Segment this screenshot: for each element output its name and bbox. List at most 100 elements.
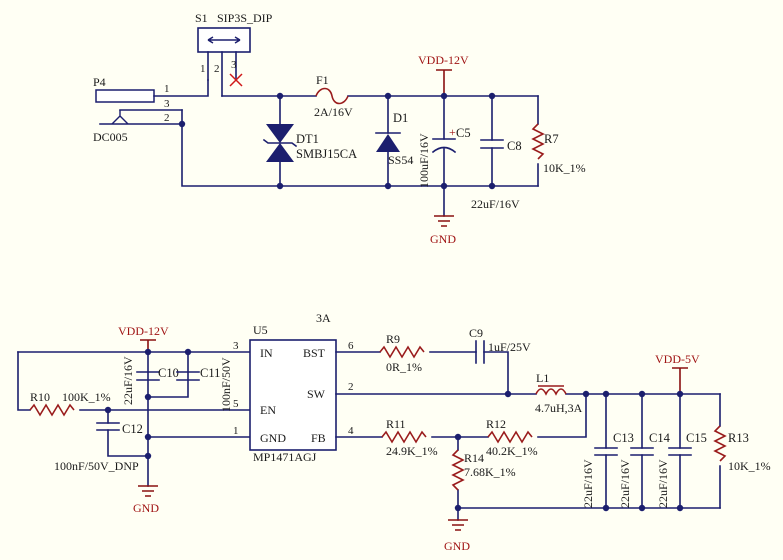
p4-pin-number: 3	[164, 98, 170, 110]
p4-pin-number: 1	[164, 83, 170, 95]
u5-pin-number: 6	[348, 340, 354, 352]
ground-symbol-left: GND	[133, 485, 159, 515]
c15-ref: C15	[686, 431, 707, 445]
c11-ref: C11	[200, 366, 220, 380]
gnd-label: GND	[430, 232, 456, 246]
r12-value: 40.2K_1%	[486, 444, 538, 458]
junction-dot	[582, 390, 590, 398]
ground-symbol-top: GND	[430, 215, 456, 246]
junction-dot	[602, 504, 610, 512]
u5-pin-sw: SW	[307, 387, 326, 401]
ground-icon	[138, 485, 158, 497]
capacitor-c10[interactable]: C10 22uF/16V	[121, 356, 179, 405]
d1-ref: D1	[393, 111, 408, 125]
f1-value: 2A/16V	[314, 105, 353, 119]
ic-u5-body	[249, 339, 337, 451]
wire-gnd-return	[181, 109, 539, 187]
dc-jack-body	[95, 89, 155, 103]
l1-value: 4.7uH,3A	[535, 401, 583, 415]
c14-plates	[630, 447, 654, 456]
f1-ref: F1	[316, 73, 329, 87]
switch-s1-body	[197, 27, 251, 53]
junction-dot	[384, 92, 392, 100]
c10-value: 22uF/16V	[121, 356, 135, 405]
u5-ref: U5	[253, 323, 268, 337]
input-protection-section: S1 SIP3S_DIP 1 2 3 P4 DC005 1 3 2 F1 2A	[93, 11, 586, 246]
s1-pin-number: 3	[231, 59, 237, 71]
junction-dot	[638, 504, 646, 512]
tvs-bar	[262, 138, 298, 148]
c11-value: 100nF/50V	[219, 357, 233, 412]
junction-dot	[676, 390, 684, 398]
c13-plates	[594, 447, 618, 456]
resistor-r12[interactable]: R12 40.2K_1%	[486, 417, 538, 458]
c5-ref: C5	[456, 126, 471, 140]
resistor-r7[interactable]: R7 10K_1%	[531, 95, 586, 187]
c12-value: 100nF/50V_DNP	[54, 459, 139, 473]
c10-ref: C10	[158, 366, 179, 380]
junction-dot	[638, 390, 646, 398]
wire-c9-sw	[483, 351, 509, 395]
resistor-r11[interactable]: R11 24.9K_1%	[381, 417, 438, 458]
dc-jack-p4[interactable]: P4 DC005 1 3 2	[93, 75, 209, 144]
c13-value: 22uF/16V	[581, 459, 595, 508]
capacitor-c11[interactable]: C11 100nF/50V	[176, 357, 233, 412]
ground-icon	[434, 215, 454, 227]
vdd12-label: VDD-12V	[418, 53, 469, 67]
r10-ref: R10	[30, 390, 50, 404]
junction-dot	[384, 182, 392, 190]
c9-ref: C9	[469, 326, 483, 340]
capacitor-c13[interactable]: C13 22uF/16V	[581, 393, 634, 509]
gnd-label-left: GND	[133, 501, 159, 515]
r14-ref: R14	[464, 451, 484, 465]
u5-pin-number: 2	[348, 381, 354, 393]
inductor-l1[interactable]: L1 4.7uH,3A	[535, 371, 583, 415]
resistor-r13[interactable]: R13 10K_1%	[713, 393, 771, 509]
dt1-ref: DT1	[296, 132, 319, 146]
c14-value: 22uF/16V	[618, 459, 632, 508]
bottom-junctions	[104, 348, 684, 512]
no-connect-icon	[229, 73, 243, 87]
fuse-f1[interactable]: F1 2A/16V	[314, 73, 353, 119]
resistor-r10[interactable]: R10 100K_1%	[29, 390, 111, 417]
junction-dot	[454, 504, 462, 512]
resistor-r14[interactable]: R14 7.68K_1%	[451, 449, 516, 491]
capacitor-c9[interactable]: C9 1uF/25V	[469, 326, 531, 364]
capacitor-c8[interactable]: C8 22uF/16V	[471, 95, 522, 211]
ic-u5[interactable]: U5 MP1471AGJ IN EN GND BST SW FB 3 5 1 6…	[233, 323, 354, 464]
p4-ref: P4	[93, 75, 106, 89]
r14-value: 7.68K_1%	[464, 465, 516, 479]
power-port-vdd12-top: VDD-12V	[418, 53, 469, 96]
resistor-r9[interactable]: R9 0R_1%	[379, 332, 425, 374]
tvs-diode-dt1[interactable]: DT1 SMBJ15CA	[262, 95, 357, 187]
gnd-label-mid: GND	[444, 539, 470, 553]
u5-pin-in: IN	[260, 346, 273, 360]
r13-value: 10K_1%	[728, 459, 771, 473]
d1-value: SS54	[388, 153, 413, 167]
capacitor-c15[interactable]: C15 22uF/16V	[656, 393, 707, 509]
junction-dot	[504, 390, 512, 398]
c9-value: 1uF/25V	[488, 340, 531, 354]
c9-plates	[475, 340, 485, 364]
c8-value: 22uF/16V	[471, 197, 520, 211]
c15-plates	[668, 447, 692, 456]
capacitor-c12[interactable]: C12 100nF/50V_DNP	[54, 422, 143, 473]
u5-pin-bst: BST	[303, 346, 326, 360]
diode-d1[interactable]: D1 SS54	[375, 95, 413, 187]
d1-triangle	[376, 134, 400, 152]
u5-pin-number: 4	[348, 425, 354, 437]
switch-s1[interactable]: S1 SIP3S_DIP 1 2 3	[195, 11, 273, 97]
s1-pin-number: 2	[214, 63, 220, 75]
ground-icon	[448, 519, 468, 531]
vdd5-label: VDD-5V	[655, 352, 700, 366]
c12-ref: C12	[122, 422, 143, 436]
p4-spring-contact	[111, 110, 129, 125]
capacitor-c5[interactable]: + C5 100uF/16V	[417, 95, 471, 217]
capacitor-c14[interactable]: C14 22uF/16V	[618, 393, 671, 509]
junction-dot	[144, 393, 152, 401]
junction-dot	[184, 348, 192, 356]
c8-plates	[480, 139, 504, 149]
r11-zigzag	[381, 430, 427, 444]
vdd-port-symbol	[436, 69, 452, 96]
